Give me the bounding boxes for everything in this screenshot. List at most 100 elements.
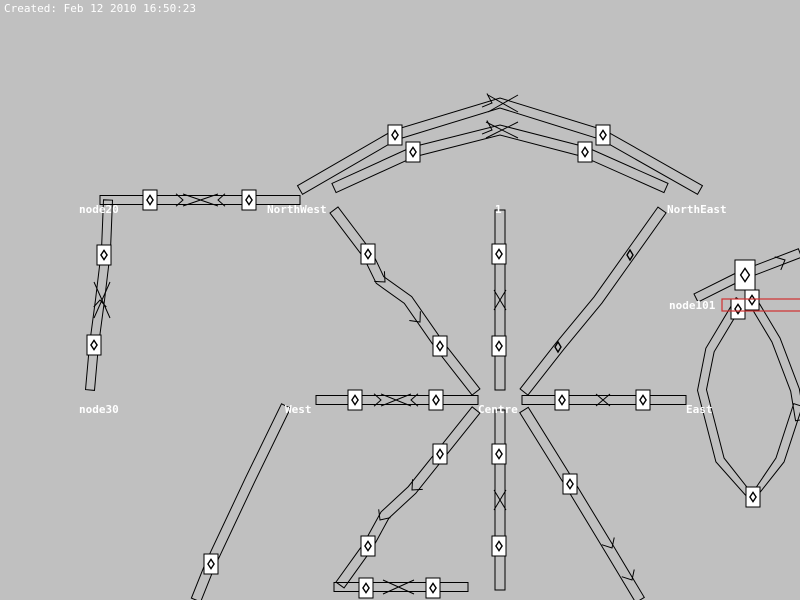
track-band bbox=[84, 199, 114, 391]
track-northeast-centre bbox=[519, 206, 667, 396]
sensor-diamond bbox=[626, 248, 634, 262]
sensor-diamond bbox=[566, 478, 574, 490]
chevron-stroke bbox=[601, 537, 615, 549]
sensor-box bbox=[425, 577, 441, 599]
sensor-diamond bbox=[90, 339, 98, 351]
sensor-box bbox=[744, 289, 760, 311]
node-label-node30[interactable]: node30 bbox=[79, 403, 119, 416]
chevron-stroke bbox=[481, 120, 493, 135]
sensor-node101-a[interactable] bbox=[734, 259, 756, 291]
sensor-se-1[interactable] bbox=[562, 473, 578, 495]
sensor-w-2[interactable] bbox=[428, 389, 444, 411]
track-band bbox=[519, 406, 645, 600]
sensor-diamond bbox=[207, 558, 215, 570]
sensor-diamond bbox=[734, 303, 742, 315]
track-node20-node30 bbox=[84, 199, 114, 391]
created-timestamp: Created: Feb 12 2010 16:50:23 bbox=[4, 2, 197, 15]
chevron-stroke bbox=[410, 393, 419, 407]
sensor-sw-1[interactable] bbox=[432, 443, 448, 465]
track-sensors[interactable] bbox=[86, 124, 761, 599]
chevron-stroke bbox=[378, 509, 391, 521]
sensor-box bbox=[730, 298, 746, 320]
track-east-loop-left bbox=[697, 296, 800, 504]
node-label-node101[interactable]: node101 bbox=[669, 299, 716, 312]
sensor-b-2[interactable] bbox=[425, 577, 441, 599]
sensor-diamond bbox=[495, 340, 503, 352]
sensor-box bbox=[432, 443, 448, 465]
sensor-box bbox=[360, 243, 376, 265]
sensor-box bbox=[577, 141, 593, 163]
sensor-diamond bbox=[495, 248, 503, 260]
sensor-diamond bbox=[554, 340, 562, 354]
sensor-w-1[interactable] bbox=[347, 389, 363, 411]
sensor-diamond bbox=[436, 340, 444, 352]
node-label-west[interactable]: West bbox=[285, 403, 312, 416]
sensor-1-b[interactable] bbox=[491, 335, 507, 357]
sensor-e-2[interactable] bbox=[635, 389, 651, 411]
sensor-arc-1[interactable] bbox=[387, 124, 403, 146]
track-band bbox=[521, 395, 687, 405]
node-label-east[interactable]: East bbox=[686, 403, 713, 416]
track-band bbox=[697, 296, 800, 504]
sensor-diamond bbox=[739, 267, 751, 283]
sensor-diamond bbox=[436, 448, 444, 460]
sensor-s-2[interactable] bbox=[491, 535, 507, 557]
sensor-arc-2[interactable] bbox=[595, 124, 611, 146]
track-arc-outer bbox=[296, 97, 704, 196]
sensor-diamond bbox=[495, 448, 503, 460]
sensor-ne-2 bbox=[554, 340, 562, 354]
sensor-e-1[interactable] bbox=[554, 389, 570, 411]
sensor-box bbox=[432, 335, 448, 357]
sensor-s-1[interactable] bbox=[491, 443, 507, 465]
sensor-box bbox=[745, 486, 761, 508]
chevron-stroke bbox=[774, 256, 786, 271]
sensor-diamond bbox=[146, 194, 154, 206]
chevron-stroke bbox=[217, 193, 226, 207]
sensor-diamond bbox=[391, 129, 399, 141]
sensor-node30-a[interactable] bbox=[86, 334, 102, 356]
node-label-centre[interactable]: Centre bbox=[478, 403, 518, 416]
sensor-node101-c[interactable] bbox=[744, 289, 760, 311]
sensor-box bbox=[360, 535, 376, 557]
selection-rectangle[interactable] bbox=[721, 298, 800, 312]
track-centre-se bbox=[519, 406, 645, 600]
sensor-1-a[interactable] bbox=[491, 243, 507, 265]
sensor-diamond bbox=[495, 540, 503, 552]
chevron-stroke bbox=[374, 271, 386, 283]
sensor-box bbox=[405, 141, 421, 163]
sensor-sw-2[interactable] bbox=[360, 535, 376, 557]
sensor-box bbox=[203, 553, 219, 575]
switch-crossing bbox=[493, 289, 507, 311]
sensor-b-1[interactable] bbox=[358, 577, 374, 599]
sensor-box bbox=[734, 259, 756, 291]
node-label-node20[interactable]: node20 bbox=[79, 203, 119, 216]
sensor-box bbox=[595, 124, 611, 146]
sensor-node20-b[interactable] bbox=[241, 189, 257, 211]
chevron-arrow-icon bbox=[410, 393, 419, 407]
sensor-nw-2[interactable] bbox=[432, 335, 448, 357]
node-label-1[interactable]: 1 bbox=[495, 203, 502, 216]
track-segments bbox=[84, 93, 800, 600]
sensor-ne-1 bbox=[626, 248, 634, 262]
track-1-centre bbox=[494, 209, 506, 391]
chevron-stroke bbox=[409, 311, 421, 323]
sensor-node20-c[interactable] bbox=[96, 244, 112, 266]
crossing-lines bbox=[382, 579, 415, 595]
track-band bbox=[329, 206, 481, 396]
sensor-east-loop[interactable] bbox=[745, 486, 761, 508]
sensor-nw-1[interactable] bbox=[360, 243, 376, 265]
sensor-node101-b[interactable] bbox=[730, 298, 746, 320]
sensor-diamond bbox=[639, 394, 647, 406]
sensor-arc-4[interactable] bbox=[577, 141, 593, 163]
track-northwest-centre bbox=[329, 206, 481, 396]
sensor-box bbox=[491, 443, 507, 465]
node-label-northwest[interactable]: NorthWest bbox=[267, 203, 327, 216]
crossing-lines bbox=[493, 489, 507, 511]
node-label-northeast[interactable]: NorthEast bbox=[667, 203, 727, 216]
node-labels: node20 NorthWest 1 NorthEast node101 nod… bbox=[79, 203, 727, 416]
sensor-arc-3[interactable] bbox=[405, 141, 421, 163]
sensor-w-3[interactable] bbox=[203, 553, 219, 575]
sensor-node20-a[interactable] bbox=[142, 189, 158, 211]
crossing-lines bbox=[182, 193, 219, 207]
